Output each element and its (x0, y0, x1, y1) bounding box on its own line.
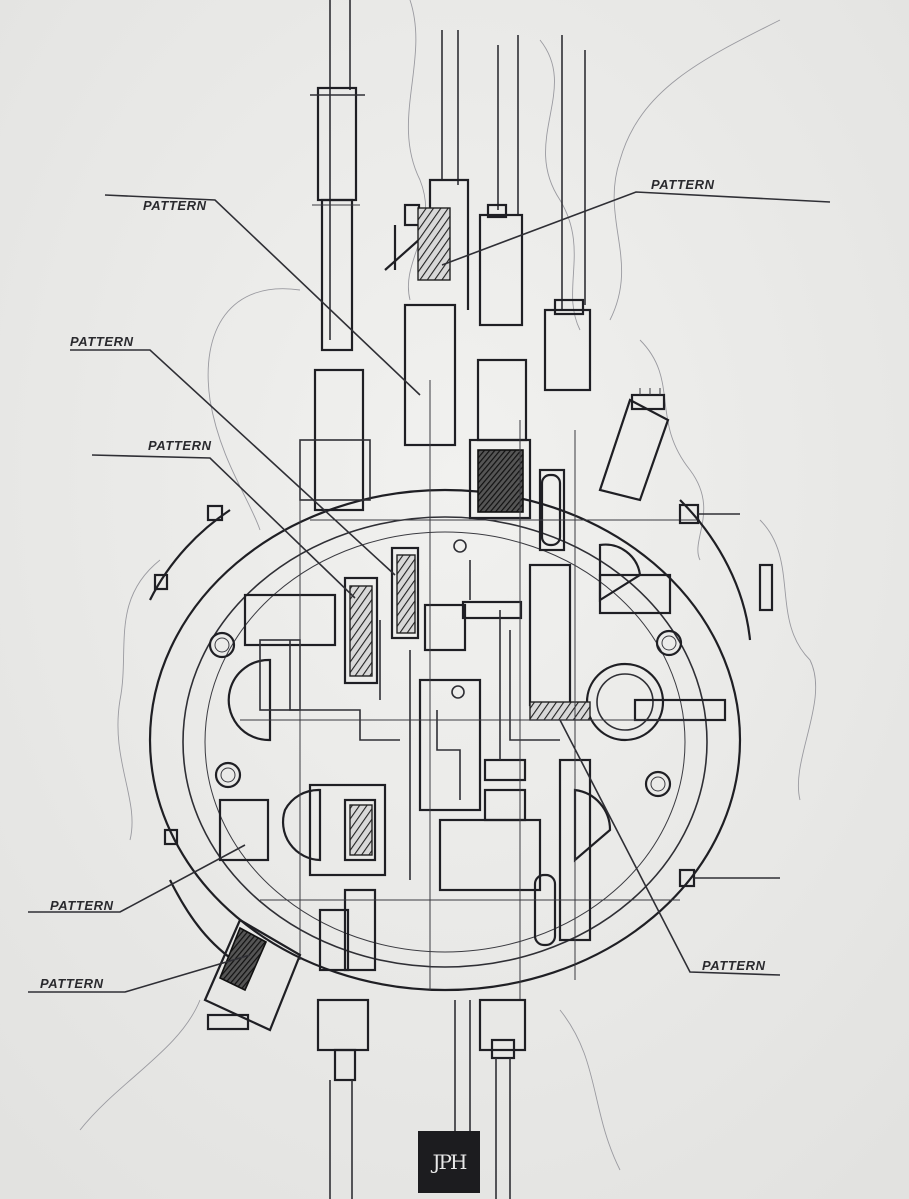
vertical-lines-top (329, 0, 586, 340)
artist-logo (418, 1131, 480, 1193)
pattern-label-top-left: PATTERN (143, 198, 207, 213)
canister-bottom-left (203, 918, 302, 1032)
side-connectors (153, 503, 780, 888)
main-ring (148, 488, 752, 992)
elbow-module-right (598, 388, 670, 502)
pattern-label-top-right: PATTERN (651, 177, 715, 192)
tower-left (310, 86, 365, 352)
callout-labels: PATTERN PATTERN PATTERN PATTERN PATTERN … (40, 177, 766, 991)
pattern-label-upper-left: PATTERN (70, 334, 134, 349)
artist-logo-text: JPH (432, 1150, 468, 1174)
callout-leaders (28, 191, 831, 993)
pattern-label-lower-left: PATTERN (50, 898, 114, 913)
pattern-label-bottom-left: PATTERN (40, 976, 104, 991)
smoke-curves (79, 0, 817, 1171)
circuit-blocks (218, 368, 727, 1000)
pattern-label-bottom-right: PATTERN (702, 958, 766, 973)
pattern-label-mid-left: PATTERN (148, 438, 212, 453)
